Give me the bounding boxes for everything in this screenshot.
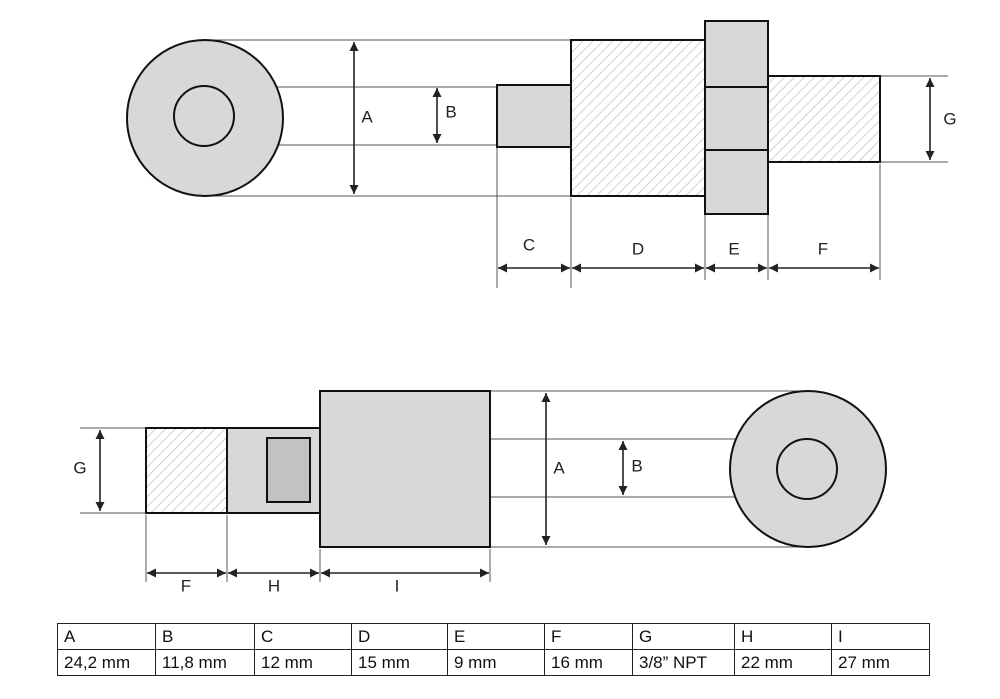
table-header-cell: I (831, 623, 930, 650)
dim-label-i: I (395, 576, 400, 595)
table-value-cell: 27 mm (831, 649, 930, 676)
bottom-view: G A B F H I (73, 390, 887, 595)
top-dimension-arrows (349, 42, 935, 273)
table-value-cell: 22 mm (734, 649, 832, 676)
dimension-table-header-row: A B C D E F G H I (57, 623, 930, 650)
table-header-cell: F (544, 623, 633, 650)
dim-label-d: D (632, 239, 644, 258)
top-thread-section (767, 75, 881, 163)
dim-label-f-bottom: F (181, 576, 191, 595)
table-header-cell: H (734, 623, 832, 650)
table-value-cell: 9 mm (447, 649, 545, 676)
table-value-cell: 15 mm (351, 649, 448, 676)
dim-label-b-top: B (445, 102, 456, 121)
table-header-cell: A (57, 623, 156, 650)
dimension-table-value-row: 24,2 mm 11,8 mm 12 mm 15 mm 9 mm 16 mm 3… (57, 649, 930, 676)
table-value-cell: 24,2 mm (57, 649, 156, 676)
table-header-cell: D (351, 623, 448, 650)
table-value-cell: 3/8” NPT (632, 649, 735, 676)
bottom-end-view-bore-circle (776, 438, 838, 500)
table-header-cell: E (447, 623, 545, 650)
top-body-section (570, 39, 706, 197)
table-value-cell: 12 mm (254, 649, 352, 676)
top-spigot-section (496, 84, 572, 148)
top-hex-nut (704, 20, 769, 215)
bottom-thread-section (145, 427, 228, 514)
dim-label-e: E (728, 239, 739, 258)
table-value-cell: 16 mm (544, 649, 633, 676)
bottom-hex-flat-face (266, 437, 311, 503)
dim-label-a-top: A (361, 107, 373, 126)
table-header-cell: C (254, 623, 352, 650)
table-header-cell: B (155, 623, 255, 650)
dim-label-f-top: F (818, 239, 828, 258)
top-view: A B G C D E F (126, 20, 957, 288)
dim-label-b-bottom: B (631, 456, 642, 475)
dim-label-g-top: G (943, 109, 956, 128)
table-header-cell: G (632, 623, 735, 650)
dim-label-h: H (268, 576, 280, 595)
table-value-cell: 11,8 mm (155, 649, 255, 676)
bottom-body-section (319, 390, 491, 548)
top-end-view-bore-circle (173, 85, 235, 147)
dim-label-a-bottom: A (553, 458, 565, 477)
dim-label-c: C (523, 235, 535, 254)
dimension-table: A B C D E F G H I 24,2 mm 11,8 mm 12 mm … (57, 623, 930, 676)
fitting-technical-drawing: A B G C D E F (73, 20, 957, 595)
bottom-dimension-arrows (95, 393, 628, 578)
dim-label-g-bottom: G (73, 458, 86, 477)
